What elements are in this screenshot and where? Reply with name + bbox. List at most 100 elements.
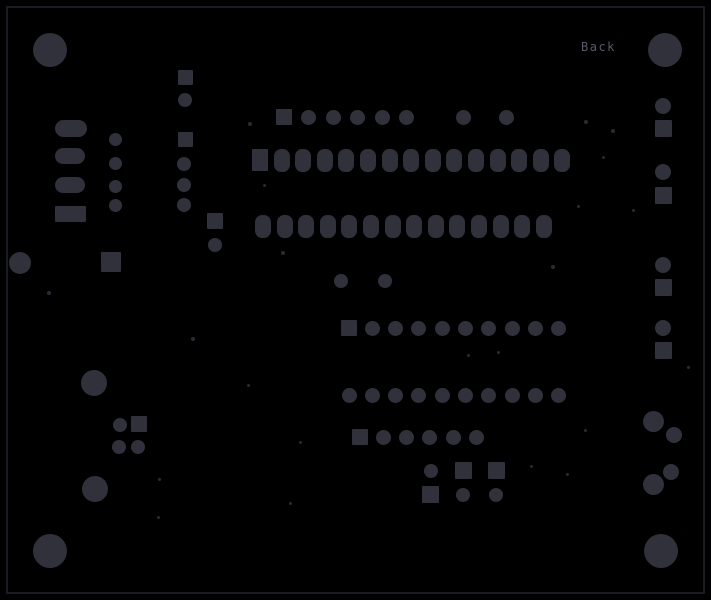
pad-row-header-b-pad-10[interactable]	[551, 387, 567, 403]
pad-row-mid-pair-pad-1[interactable]	[334, 274, 348, 288]
pad-row-ic-lower-pad-2[interactable]	[276, 214, 293, 238]
pad-row-header-b-pad-9[interactable]	[527, 387, 543, 403]
pad-cluster-l-s1[interactable]	[131, 416, 147, 432]
pad-cluster-l-c1[interactable]	[113, 418, 127, 432]
pad-row-header-c-pad-1[interactable]	[352, 429, 368, 445]
pad-row-header-a-pad-3[interactable]	[388, 320, 404, 336]
pad-row-ic-lower-pad-6[interactable]	[363, 214, 379, 238]
pad-row-top-header-pad-6[interactable]	[399, 109, 414, 125]
pad-left-col-3[interactable]	[108, 179, 122, 193]
pad-row-ic-lower-pad-10[interactable]	[449, 214, 466, 238]
pad-row-header-b-pad-8[interactable]	[504, 387, 520, 403]
pad-row-header-a-pad-2[interactable]	[364, 320, 380, 336]
pad-row-top-header-right-pad-1[interactable]	[455, 109, 471, 125]
pad-row-ic-upper-pad-3[interactable]	[295, 148, 312, 172]
pad-col-b-sq-1[interactable]	[177, 69, 193, 85]
pad-big-left-1[interactable]	[81, 370, 107, 396]
pad-col-b-c-3[interactable]	[177, 178, 191, 192]
pad-row-ic-upper-pad-6[interactable]	[360, 148, 376, 172]
pad-row-header-c-pad-4[interactable]	[422, 429, 438, 445]
pad-cluster-br-s2[interactable]	[487, 461, 505, 479]
pad-cluster-l-c2[interactable]	[112, 440, 126, 454]
pad-row-header-c-pad-2[interactable]	[375, 429, 391, 445]
pad-row-ic-lower-pad-9[interactable]	[427, 214, 444, 238]
pad-row-header-a-pad-5[interactable]	[434, 320, 450, 336]
pad-row-top-header-right-pad-2[interactable]	[498, 109, 514, 125]
pad-row-header-b-pad-2[interactable]	[364, 387, 380, 403]
pad-right-s-1[interactable]	[654, 119, 672, 137]
mounting-hole-bottom-right[interactable]	[644, 534, 678, 568]
pad-row-header-a-pad-10[interactable]	[551, 320, 567, 336]
pad-row-ic-upper-pad-5[interactable]	[338, 148, 355, 172]
mounting-hole-bottom-left[interactable]	[33, 534, 67, 568]
pad-row-ic-upper-pad-11[interactable]	[468, 148, 484, 172]
pad-row-ic-lower-pad-4[interactable]	[319, 214, 336, 238]
pad-row-ic-lower-pad-1[interactable]	[255, 214, 271, 238]
pad-row-header-b-pad-4[interactable]	[411, 387, 427, 403]
pad-oblong-1[interactable]	[55, 119, 87, 137]
pad-cluster-br-s3[interactable]	[421, 485, 439, 503]
pad-row-ic-upper-pad-8[interactable]	[403, 148, 420, 172]
pad-right-s-3[interactable]	[654, 278, 672, 296]
pad-row-ic-upper-pad-1[interactable]	[252, 149, 268, 171]
pad-cluster-br-c1[interactable]	[424, 464, 438, 478]
pad-right-c-3[interactable]	[655, 257, 671, 273]
pad-row-mid-pair-pad-2[interactable]	[378, 274, 392, 288]
pad-row-header-a-pad-6[interactable]	[458, 320, 473, 336]
pad-right-s-2[interactable]	[654, 186, 672, 204]
pad-left-col-1[interactable]	[108, 132, 122, 146]
pad-row-ic-lower-pad-7[interactable]	[384, 214, 401, 238]
pad-right-lower-3[interactable]	[642, 473, 664, 495]
pad-right-s-4[interactable]	[654, 341, 672, 359]
pad-right-c-2[interactable]	[655, 164, 671, 180]
pad-row-header-a-pad-4[interactable]	[411, 320, 427, 336]
pad-col-b-sq-2[interactable]	[177, 131, 193, 147]
pad-row-header-a-pad-8[interactable]	[504, 320, 520, 336]
pad-col-b-c-5[interactable]	[208, 238, 222, 252]
pad-oblong-4[interactable]	[54, 206, 86, 222]
pad-row-ic-upper-pad-10[interactable]	[446, 148, 463, 172]
pad-edge-left-mid[interactable]	[9, 252, 31, 274]
pad-row-ic-upper-pad-12[interactable]	[489, 148, 506, 172]
pad-row-header-c-pad-5[interactable]	[445, 429, 461, 445]
pad-row-top-header-pad-3[interactable]	[325, 109, 341, 125]
pad-row-ic-lower-pad-12[interactable]	[492, 214, 509, 238]
pad-row-ic-upper-pad-9[interactable]	[424, 148, 441, 172]
pad-row-top-header-pad-4[interactable]	[350, 109, 365, 125]
pad-left-col-sq[interactable]	[101, 252, 121, 272]
pad-oblong-2[interactable]	[55, 148, 85, 164]
pad-row-top-header-pad-5[interactable]	[374, 109, 390, 125]
mounting-hole-top-right[interactable]	[648, 33, 682, 67]
pad-row-ic-lower-pad-13[interactable]	[514, 214, 531, 238]
pad-oblong-3[interactable]	[55, 177, 85, 193]
pad-col-b-c-4[interactable]	[177, 198, 191, 212]
pad-row-ic-lower-pad-11[interactable]	[471, 214, 487, 238]
pad-left-col-2[interactable]	[108, 156, 122, 170]
pad-row-top-header-pad-2[interactable]	[301, 109, 316, 125]
pad-row-header-b-pad-7[interactable]	[481, 387, 497, 403]
pad-row-header-b-pad-3[interactable]	[388, 387, 404, 403]
pad-cluster-br-c3[interactable]	[489, 488, 503, 502]
pad-row-header-a-pad-7[interactable]	[481, 320, 497, 336]
pad-col-b-c-2[interactable]	[177, 157, 191, 171]
pad-row-header-b-pad-1[interactable]	[341, 387, 357, 403]
pad-right-lower-2[interactable]	[666, 427, 682, 443]
pad-left-col-4[interactable]	[108, 198, 122, 212]
pad-right-c-1[interactable]	[655, 98, 671, 114]
mounting-hole-top-left[interactable]	[33, 33, 67, 67]
pad-cluster-l-c3[interactable]	[131, 440, 145, 454]
pad-row-header-b-pad-5[interactable]	[434, 387, 450, 403]
pad-row-ic-upper-pad-2[interactable]	[273, 148, 290, 172]
pad-row-ic-upper-pad-15[interactable]	[554, 148, 571, 172]
pad-row-ic-upper-pad-7[interactable]	[381, 148, 398, 172]
pad-col-b-sq-3[interactable]	[207, 213, 223, 229]
pad-row-ic-upper-pad-4[interactable]	[316, 148, 333, 172]
pad-row-ic-lower-pad-14[interactable]	[535, 214, 552, 238]
pad-row-ic-lower-pad-3[interactable]	[298, 214, 315, 238]
pad-right-c-4[interactable]	[655, 320, 671, 336]
pad-cluster-br-s1[interactable]	[454, 461, 472, 479]
pad-row-header-a-pad-9[interactable]	[527, 320, 543, 336]
pad-row-header-c-pad-3[interactable]	[399, 429, 415, 445]
pad-row-header-a-pad-1[interactable]	[341, 320, 357, 336]
pad-row-ic-upper-pad-13[interactable]	[511, 148, 528, 172]
